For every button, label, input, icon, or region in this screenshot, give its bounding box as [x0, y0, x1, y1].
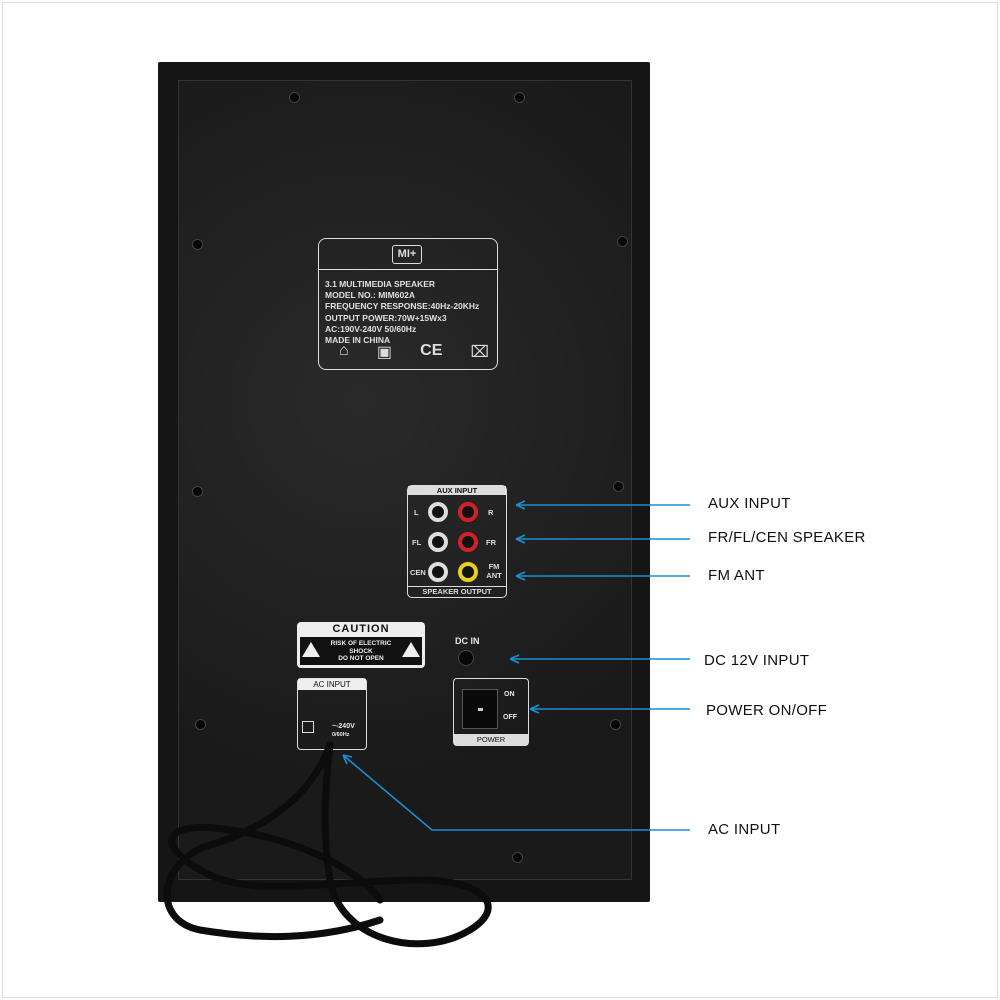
caution-line: SHOCK: [349, 647, 373, 655]
annotation-power: POWER ON/OFF: [706, 702, 828, 719]
caution-line: DO NOT OPEN: [338, 655, 384, 662]
annotation-fm-ant: FM ANT: [708, 567, 765, 584]
fl-jack[interactable]: [428, 532, 448, 552]
screw: [290, 93, 299, 102]
arrow-power: [529, 704, 690, 714]
fr-jack[interactable]: [458, 532, 478, 552]
aux-input-panel: AUX INPUT L R FL FR CEN FM ANT SPEAKER O…: [407, 485, 507, 598]
double-insulation-icon: ▣: [376, 344, 392, 361]
spec-line: MODEL NO.: MIM602A: [325, 290, 416, 301]
cen-jack[interactable]: [428, 562, 448, 582]
home-icon: ⌂: [339, 342, 349, 359]
annotation-speaker: FR/FL/CEN SPEAKER: [708, 529, 866, 546]
arrow-dc: [509, 654, 690, 664]
spec-line: AC:190V-240V 50/60Hz: [325, 323, 417, 334]
annotation-arrows: [342, 500, 690, 831]
caution-label: CAUTION RISK OF ELECTRIC SHOCK DO NOT OP…: [297, 622, 425, 668]
screw: [618, 237, 627, 246]
label-fm-ant: FM ANT: [486, 562, 502, 580]
ce-mark: CE: [420, 342, 443, 359]
screw: [193, 487, 202, 496]
aux-left-jack[interactable]: [428, 502, 448, 522]
label-cen: CEN: [410, 568, 426, 577]
spec-line: MADE IN CHINA: [325, 335, 391, 346]
spec-line: OUTPUT POWER:70W+15Wx3: [325, 312, 447, 323]
label-fl: FL: [412, 538, 422, 547]
caution-title: CAUTION: [332, 623, 390, 635]
spec-line: 3.1 MULTIMEDIA SPEAKER: [325, 279, 436, 289]
ac-frequency: 0/60Hz: [332, 732, 350, 738]
spec-text: 3.1 MULTIMEDIA SPEAKER MODEL NO.: MIM602…: [325, 279, 479, 346]
screw: [611, 720, 620, 729]
arrow-fm: [515, 571, 690, 581]
annotation-dc-input: DC 12V INPUT: [704, 652, 810, 669]
power-rocker-switch[interactable]: [462, 689, 498, 729]
aux-title: AUX INPUT: [408, 486, 506, 495]
power-cable: [163, 741, 492, 948]
annotation-aux-input: AUX INPUT: [708, 495, 791, 512]
off-label: OFF: [503, 714, 517, 721]
electric-warning-icon: [302, 642, 320, 657]
power-title: POWER: [454, 734, 528, 745]
spec-line: FREQUENCY RESPONSE:40Hz-20KHz: [325, 301, 480, 312]
arrow-speaker: [515, 534, 690, 544]
screw: [196, 720, 205, 729]
label-r: R: [488, 508, 494, 517]
double-insulation-icon: [302, 721, 314, 733]
screw: [193, 240, 202, 249]
aux-right-jack[interactable]: [458, 502, 478, 522]
ac-input-title: AC INPUT: [298, 679, 366, 690]
power-switch-panel: ON OFF POWER: [453, 678, 529, 746]
arrow-aux: [515, 500, 690, 510]
dc-in-label: DC IN: [455, 636, 480, 646]
label-l: L: [414, 508, 419, 517]
rear-panel: [178, 80, 632, 880]
warning-icon: [402, 642, 420, 657]
arrow-ac: [342, 754, 690, 831]
fm-ant-jack[interactable]: [458, 562, 478, 582]
ac-rating: ~-240V: [332, 723, 355, 730]
screw: [515, 93, 524, 102]
speaker-output-title: SPEAKER OUTPUT: [408, 586, 506, 596]
screw: [513, 853, 522, 862]
annotation-ac-input: AC INPUT: [708, 821, 781, 838]
spec-label: MI+ 3.1 MULTIMEDIA SPEAKER MODEL NO.: MI…: [318, 238, 498, 370]
on-label: ON: [504, 691, 515, 698]
screw: [614, 482, 623, 491]
label-fr: FR: [486, 538, 496, 547]
dc-in-jack[interactable]: [458, 650, 474, 666]
caution-line: RISK OF ELECTRIC: [330, 640, 392, 647]
brand-logo: MI+: [392, 245, 422, 264]
weee-bin-icon: ⌧: [470, 344, 489, 361]
